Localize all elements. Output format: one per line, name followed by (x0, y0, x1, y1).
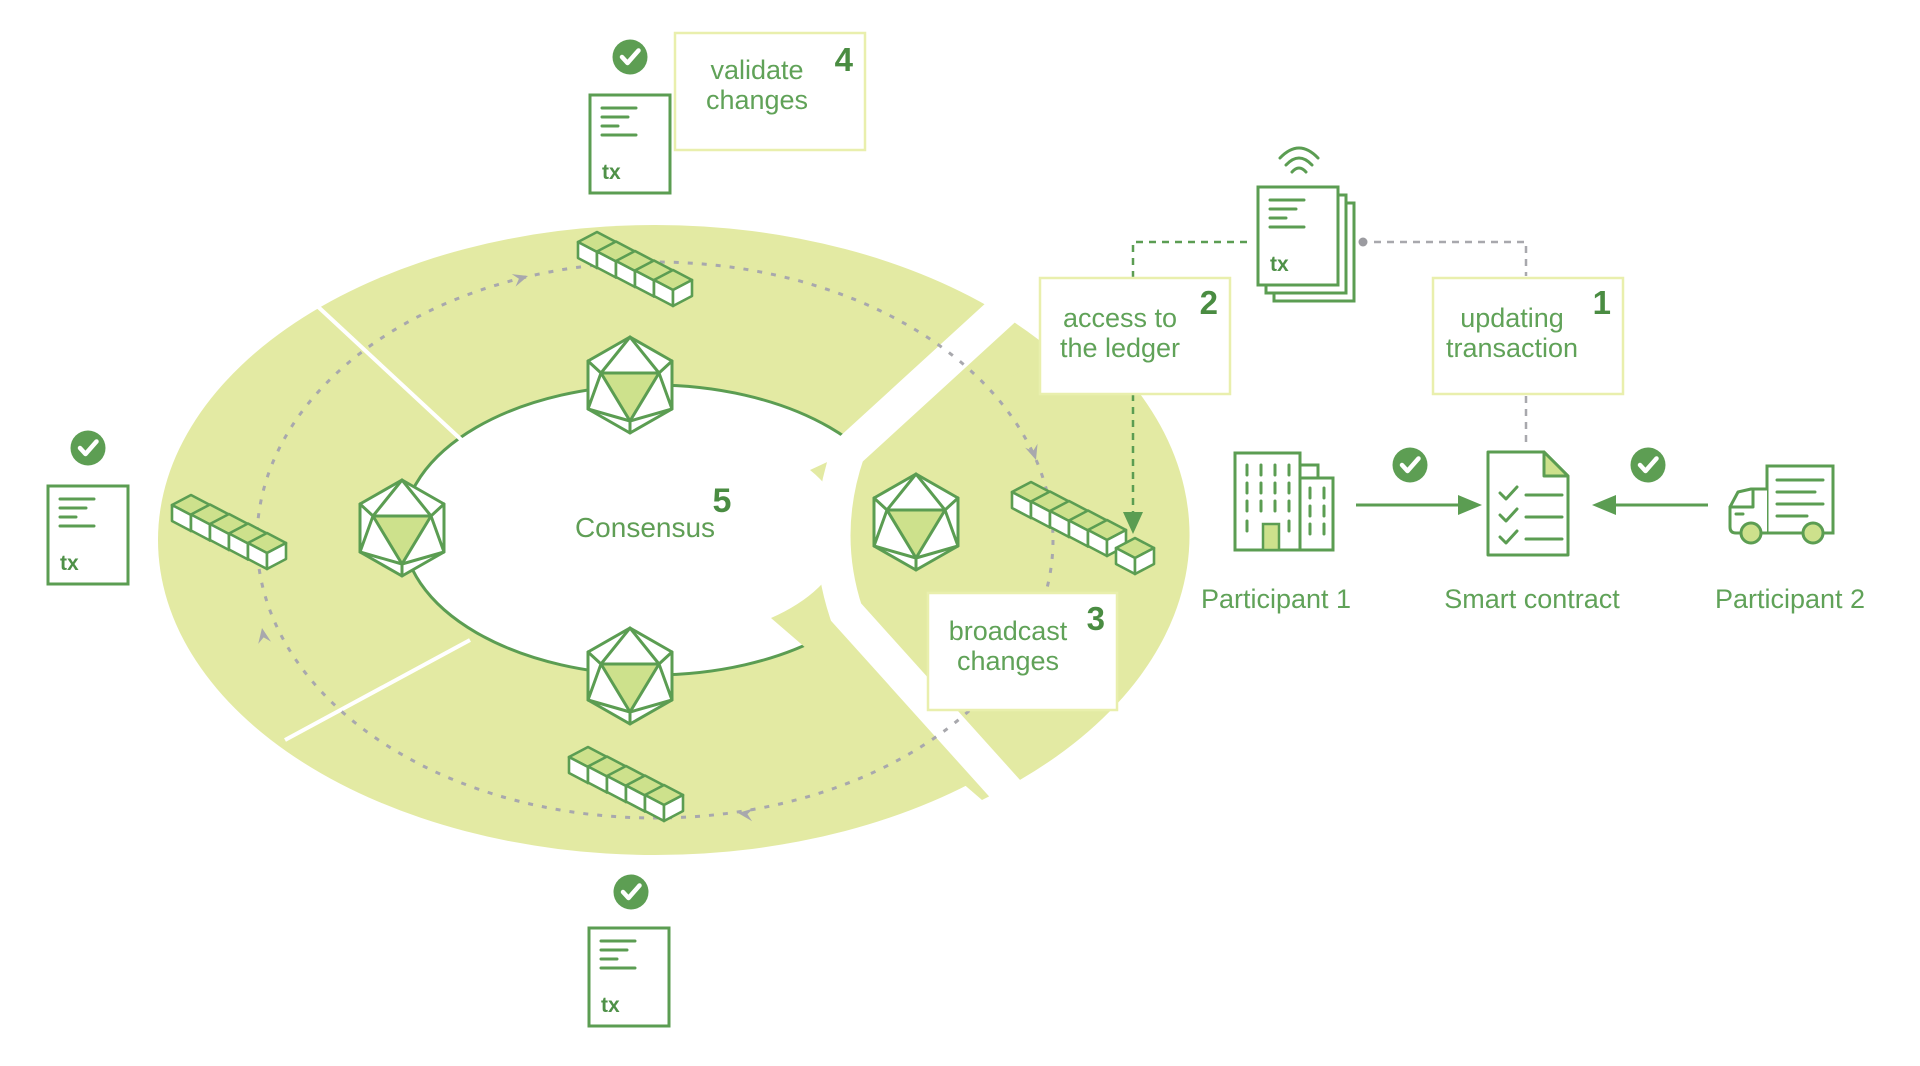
step2-number: 2 (1200, 284, 1218, 321)
tx-label: tx (60, 552, 79, 575)
step3-line2: changes (957, 646, 1059, 676)
check-icon-arrow1 (1393, 448, 1428, 483)
participant2: Participant 2 (1715, 464, 1865, 614)
step-box-access-ledger: access to the ledger 2 (1038, 276, 1232, 396)
smart-contract: Smart contract (1444, 450, 1620, 614)
ring-divider-upper-left (298, 288, 470, 448)
wifi-icon (1278, 146, 1320, 174)
check-icon-left (71, 431, 106, 466)
arrow-participant1-to-contract (1356, 495, 1482, 515)
step4-line1: validate (710, 55, 803, 85)
step1-number: 1 (1593, 284, 1611, 321)
gossip-dashed-circle (255, 260, 1055, 820)
step1-line1: updating (1460, 303, 1564, 333)
check-icon-bottom (614, 875, 649, 910)
smart-contract-icon (1486, 450, 1570, 557)
step3-number: 3 (1087, 600, 1105, 637)
step2-line2: the ledger (1060, 333, 1180, 363)
connectors (1123, 237, 1528, 534)
building-icon (1233, 451, 1335, 552)
arrow-participant2-to-contract (1592, 495, 1708, 515)
connector-dot (1358, 237, 1368, 247)
connector-ledger-arrowhead (1123, 512, 1143, 534)
tx-document-stack: tx (1256, 146, 1356, 303)
step2-line1: access to (1063, 303, 1177, 333)
step4-line2: changes (706, 85, 808, 115)
step3-line1: broadcast (949, 616, 1068, 646)
check-icon-top (613, 40, 648, 75)
tx-document-left: tx (46, 431, 130, 586)
connector-ledger-to-stack (1131, 240, 1253, 278)
consensus-step-number: 5 (713, 482, 732, 520)
consensus-ring: Consensus 5 (158, 215, 1190, 855)
tx-document-bottom: tx (587, 875, 671, 1028)
step1-line2: transaction (1446, 333, 1578, 363)
check-icon-arrow2 (1631, 448, 1666, 483)
tx-document-top: tx (588, 40, 672, 195)
smart-contract-label: Smart contract (1444, 584, 1620, 614)
step-box-validate-changes: validate changes 4 (673, 31, 867, 152)
tx-label: tx (602, 161, 621, 184)
connector-stack-to-updating (1374, 240, 1528, 276)
truck-icon (1728, 464, 1835, 545)
step-box-updating-transaction: updating transaction 1 (1431, 276, 1625, 396)
ring-divider-lower-left (284, 638, 471, 742)
tx-label: tx (601, 994, 620, 1017)
participant1-label: Participant 1 (1201, 584, 1351, 614)
participant1: Participant 1 (1201, 451, 1351, 614)
consensus-label: Consensus (575, 512, 715, 543)
participant2-label: Participant 2 (1715, 584, 1865, 614)
tx-label: tx (1270, 253, 1289, 276)
ring-gap-channel (816, 215, 1105, 824)
step4-number: 4 (835, 41, 854, 78)
step-box-broadcast-changes: broadcast changes 3 (926, 591, 1119, 712)
